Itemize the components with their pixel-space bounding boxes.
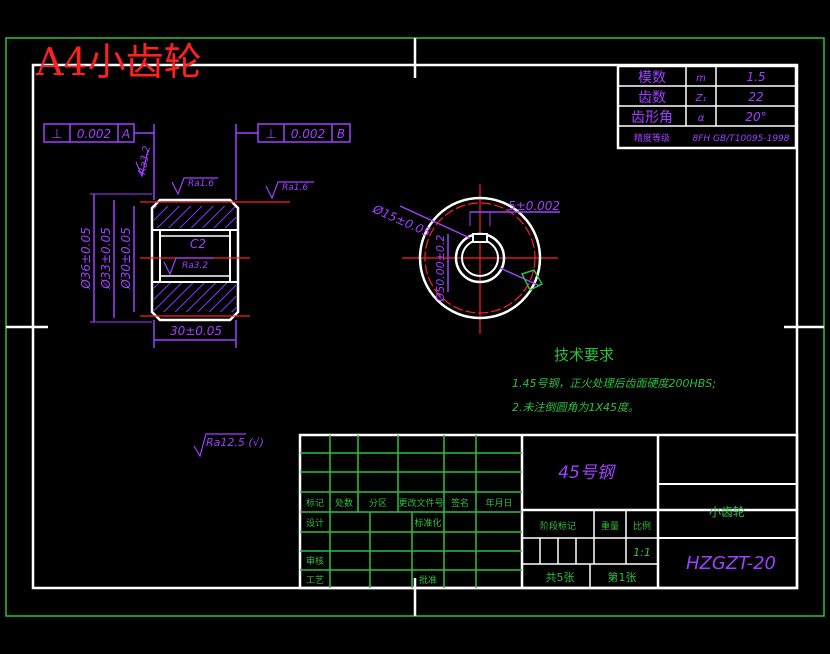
tb-h-doc: 更改文件号: [398, 497, 443, 509]
gear-section-view: [90, 124, 314, 348]
tol-right-datum: B: [337, 127, 345, 141]
tol-left-datum: A: [121, 127, 130, 141]
tb-h-count: 处数: [335, 497, 353, 509]
tech-heading: 技术要求: [554, 346, 614, 364]
tb-h-date: 年月日: [485, 497, 512, 509]
param-symbol-0: m: [696, 73, 706, 84]
roughness-symbol: [193, 433, 246, 458]
dim-ra-c: Ra1.6: [282, 183, 308, 193]
tol-right-value: 0.002: [291, 127, 325, 141]
tech-line-2: 2.未注倒圆角为1X45度。: [512, 401, 639, 414]
drawing-title: A4小齿轮: [35, 40, 202, 84]
dim-d33: Ø33±0.05: [99, 227, 113, 290]
tb-h-mark: 标记: [306, 497, 324, 509]
param-value-0: 1.5: [746, 70, 765, 84]
param-name-1: 齿数: [638, 90, 666, 106]
gear-end-view: [399, 184, 560, 334]
tb-weight-label: 重量: [601, 520, 619, 532]
param-name-0: 模数: [638, 70, 666, 86]
param-name-3: 精度等级: [634, 132, 670, 144]
tb-r-approve: 批准: [419, 574, 437, 586]
tb-r-design: 设计: [306, 517, 324, 529]
tb-sheets: 共5张: [546, 571, 575, 584]
param-symbol-1: Z₁: [695, 93, 707, 104]
dim-ra-a: Ra3.2: [137, 145, 153, 175]
param-value-2: 20°: [745, 110, 766, 124]
param-value-1: 22: [748, 90, 763, 104]
tb-stage-label: 阶段标记: [540, 520, 576, 532]
tolerance-frame-right: ⊥ 0.002 B: [236, 123, 351, 143]
tol-right-symbol: ⊥: [265, 127, 276, 142]
tb-r-process: 工艺: [306, 575, 324, 586]
tb-h-zone: 分区: [369, 498, 387, 509]
param-name-2: 齿形角: [631, 110, 673, 126]
param-symbol-2: α: [698, 113, 705, 124]
centering-marks: [6, 38, 824, 616]
tb-material: 45号钢: [558, 463, 617, 483]
param-value-3: 8FH GB/T10095-1998: [693, 134, 790, 144]
dim-ra-d: Ra3.2: [182, 261, 208, 271]
tb-sheet-no: 第1张: [608, 570, 637, 584]
dim-d36: Ø36±0.05: [79, 227, 93, 290]
dim-key: 5±0.002: [508, 199, 560, 213]
tb-h-sign: 签名: [451, 497, 469, 509]
tb-r-check: 审核: [306, 555, 324, 567]
dim-c2: C2: [190, 237, 206, 251]
dim-ra-b: Ra1.6: [188, 179, 214, 189]
dim-d30: Ø30±0.05: [119, 227, 133, 290]
tol-left-value: 0.002: [77, 127, 111, 141]
title-block-grid: [300, 435, 522, 588]
tb-scale-value: 1:1: [633, 546, 651, 559]
tech-line-1: 1.45号钢，正火处理后齿面硬度200HBS;: [512, 377, 716, 390]
dim-depth: Ø50.00±0.2: [434, 235, 447, 303]
parameter-table: 模数 m 1.5 齿数 Z₁ 22 齿形角 α 20° 精度等级 8FH GB/…: [616, 64, 798, 150]
dim-width: 30±0.05: [170, 324, 222, 338]
tolerance-frame-left: ⊥ 0.002 A: [43, 123, 154, 143]
tb-drawing-no: HZGZT-20: [686, 553, 776, 574]
tb-part-name: 小齿轮: [709, 505, 745, 519]
tb-r-std: 标准化: [414, 517, 441, 529]
roughness-note: Ra12.5 (√): [206, 436, 264, 449]
tb-scale-label: 比例: [633, 520, 651, 532]
tol-left-symbol: ⊥: [51, 127, 62, 142]
